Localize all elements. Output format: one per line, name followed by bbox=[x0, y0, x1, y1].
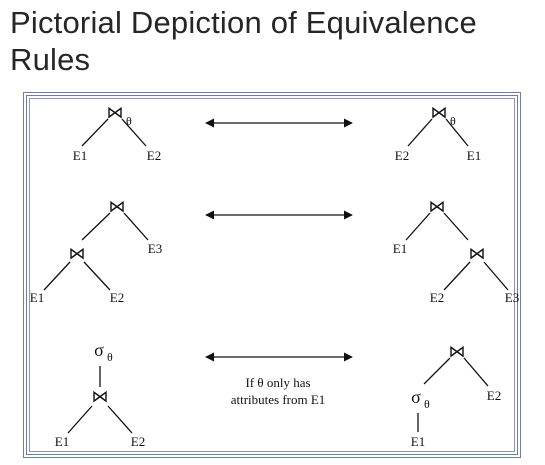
edge bbox=[423, 357, 451, 385]
select-symbol: σ bbox=[411, 387, 421, 407]
join-symbol: ⋈ bbox=[109, 197, 126, 216]
leaf-label: E1 bbox=[30, 290, 44, 305]
join-subscript: θ bbox=[450, 114, 456, 128]
select-subscript: θ bbox=[107, 350, 113, 364]
edge bbox=[81, 212, 111, 241]
condition-line-1: If θ only has bbox=[245, 375, 310, 390]
leaf-label: E2 bbox=[395, 148, 409, 163]
leaf-label: E2 bbox=[147, 148, 161, 163]
slide-title: Pictorial Depiction of Equivalence Rules bbox=[10, 5, 477, 77]
leaf-label: E2 bbox=[131, 434, 145, 449]
edge bbox=[443, 212, 469, 241]
join-symbol: ⋈ bbox=[431, 103, 448, 122]
leaf-label: E2 bbox=[487, 388, 501, 403]
join-symbol: ⋈ bbox=[429, 197, 446, 216]
leaf-label: E3 bbox=[148, 241, 162, 256]
select-subscript: θ bbox=[424, 397, 430, 411]
edge bbox=[463, 357, 489, 387]
leaf-label: E1 bbox=[411, 434, 425, 449]
figure-frame bbox=[23, 92, 521, 458]
edge bbox=[107, 405, 133, 434]
join-symbol: ⋈ bbox=[107, 103, 124, 122]
edge bbox=[443, 261, 471, 291]
edge bbox=[405, 212, 431, 241]
edge bbox=[83, 261, 111, 291]
leaf-label: E2 bbox=[110, 290, 124, 305]
leaf-label: E1 bbox=[393, 241, 407, 256]
edge bbox=[43, 261, 71, 291]
edge bbox=[407, 118, 433, 147]
leaf-label: E1 bbox=[467, 148, 481, 163]
edge bbox=[123, 212, 149, 241]
join-subscript: θ bbox=[126, 114, 132, 128]
frame-inner-border bbox=[29, 98, 515, 452]
join-symbol: ⋈ bbox=[69, 244, 86, 263]
join-symbol: ⋈ bbox=[469, 244, 486, 263]
join-symbol: ⋈ bbox=[92, 387, 109, 406]
leaf-label: E2 bbox=[430, 290, 444, 305]
edge bbox=[483, 261, 509, 291]
edge bbox=[81, 118, 109, 147]
join-symbol: ⋈ bbox=[449, 342, 466, 361]
edge bbox=[67, 405, 93, 434]
edge bbox=[121, 118, 147, 147]
leaf-label: E3 bbox=[505, 290, 519, 305]
edge bbox=[445, 118, 469, 147]
leaf-label: E1 bbox=[55, 434, 69, 449]
select-symbol: σ bbox=[94, 340, 104, 360]
leaf-label: E1 bbox=[73, 148, 87, 163]
condition-line-2: attributes from E1 bbox=[231, 392, 326, 407]
